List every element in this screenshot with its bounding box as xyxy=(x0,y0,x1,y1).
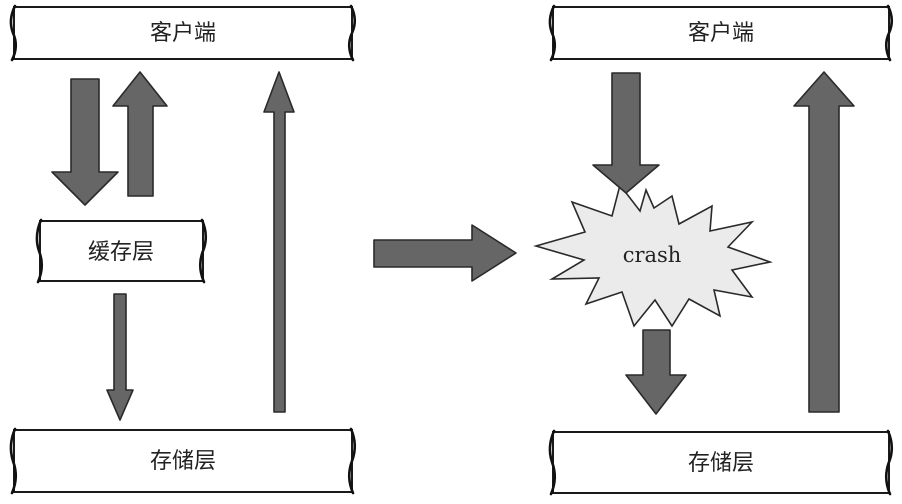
left-client-to-cache-arrow xyxy=(51,78,119,206)
left-client-box-right-bracket xyxy=(347,4,357,62)
right-client-box-right-bracket xyxy=(884,4,894,62)
right-crash-to-storage-arrow xyxy=(625,329,687,415)
transition-arrow xyxy=(373,224,517,282)
left-cache-box-left-bracket xyxy=(35,218,44,284)
crash-burst-shape xyxy=(533,183,773,328)
left-storage-box: 存储层 xyxy=(9,427,357,495)
left-cache-to-storage-arrow xyxy=(106,293,134,421)
left-cache-to-client-arrow xyxy=(112,71,168,197)
left-client-box-left-bracket xyxy=(9,4,18,62)
left-cache-box-rect xyxy=(39,220,204,282)
left-storage-box-left-bracket xyxy=(9,427,18,495)
left-storage-box-right-bracket xyxy=(347,427,357,495)
right-client-box: 客户端 xyxy=(548,4,894,62)
right-client-box-rect xyxy=(552,6,890,60)
right-storage-box-left-bracket xyxy=(548,429,557,496)
right-storage-to-client-arrow xyxy=(793,71,855,413)
left-storage-box-rect xyxy=(13,429,353,493)
left-cache-box: 缓存层 xyxy=(35,218,208,284)
right-storage-box-right-bracket xyxy=(884,429,894,496)
crash-label: crash xyxy=(623,243,682,267)
right-storage-box: 存储层 xyxy=(548,429,894,496)
right-client-box-left-bracket xyxy=(548,4,557,62)
left-storage-label: 存储层 xyxy=(150,449,216,474)
left-cache-box-right-bracket xyxy=(198,218,208,284)
right-storage-label: 存储层 xyxy=(688,451,754,476)
crash-burst: crash xyxy=(533,183,773,328)
left-cache-label: 缓存层 xyxy=(88,240,154,265)
left-client-box: 客户端 xyxy=(9,4,357,62)
left-storage-to-client-arrow xyxy=(263,71,295,413)
right-client-label: 客户端 xyxy=(688,21,754,46)
left-client-box-rect xyxy=(13,6,353,60)
right-client-to-crash-arrow xyxy=(592,72,660,194)
left-client-label: 客户端 xyxy=(150,21,216,46)
